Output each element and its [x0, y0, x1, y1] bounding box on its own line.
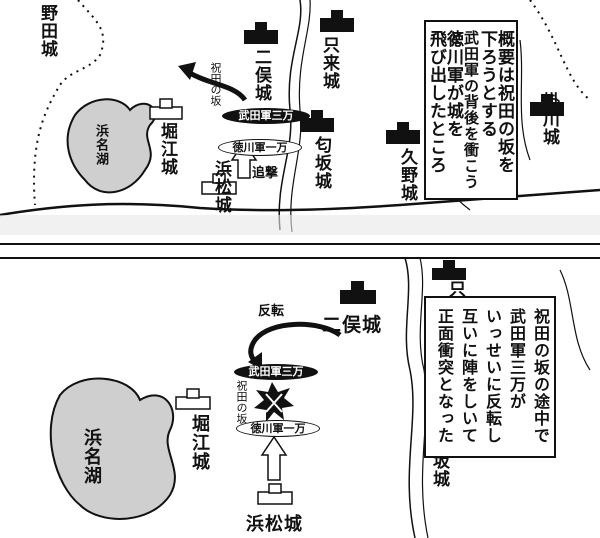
- castle-label-hamamatsu: 浜松城: [211, 160, 231, 214]
- lake-label-2: 浜名湖: [81, 428, 102, 485]
- turn-label: 反転: [258, 304, 285, 319]
- takeda-army-badge: 武田軍三万: [222, 108, 310, 124]
- castle-label-futamata: 二俣城: [251, 48, 271, 102]
- castle-label-kakegawa: 掛川城: [539, 92, 559, 146]
- castle-icon-tadakuri: [320, 10, 354, 32]
- castle-icon-horie-2: [175, 388, 211, 410]
- panel-2-graphics: [49, 257, 591, 538]
- province-border: [33, 0, 105, 206]
- castle-label-futamata-2: 二俣城: [322, 314, 383, 336]
- castle-label-horie-2: 堀江城: [189, 414, 210, 471]
- explanation-box-1: 概要は祝田の坂を 下ろうとする 武田軍の背後を衝こうと 徳川軍が城を 飛び出した…: [424, 20, 518, 200]
- tokugawa-army-badge: 徳川軍一万: [218, 139, 302, 156]
- castle-label-konosaka: 匂坂城: [311, 136, 331, 190]
- castle-label-tadakuri: 只来城: [319, 36, 339, 90]
- explanation-box-2: 祝田の坂の途中で 武田軍三万が いっせいに反転し 互いに陣をしいて 正面衝突とな…: [424, 296, 556, 458]
- castle-label-hamamatsu-2: 浜松城: [246, 514, 303, 535]
- explanation-line: 徳川軍が城を: [443, 30, 463, 138]
- castle-label-horie: 堀江城: [157, 122, 177, 176]
- slope-label-2: 祝田の坂: [235, 380, 248, 424]
- tenryu-river-2: [404, 257, 416, 538]
- castle-icon-kakegawa: [530, 94, 564, 116]
- castle-icon-futamata: [244, 22, 278, 44]
- pursuit-label: 追撃: [252, 166, 279, 181]
- castle-icon-tadakuri-2: [432, 260, 466, 280]
- lake-label: 浜名湖: [93, 124, 108, 166]
- tokugawa-advance-arrow-2: [260, 435, 288, 481]
- takeda-army-badge-2: 武田軍三万: [234, 364, 318, 380]
- province-border-east: [529, 0, 591, 101]
- takeda-turn-arrow: [248, 321, 342, 366]
- castle-icon-hamamatsu-2: [257, 483, 293, 505]
- explanation-line: 互いに陣をしいて: [459, 308, 478, 444]
- castle-label-partial-bottom: 坂城: [429, 452, 449, 488]
- castle-label-kuno: 久野城: [397, 148, 417, 202]
- explanation-line: 武田軍の背後を衝こうと: [447, 30, 480, 190]
- lake-hamana-2: [49, 377, 176, 520]
- slope-label: 祝田の坂: [209, 62, 222, 106]
- castle-icon-horie: [149, 98, 183, 120]
- takeda-path-arrow: [186, 69, 248, 102]
- explanation-line: 概要は祝田の坂を: [494, 30, 514, 174]
- explanation-line: 祝田の坂の途中で: [531, 308, 550, 444]
- castle-icon-futamata-2: [340, 281, 376, 304]
- lake-hamana: [66, 98, 157, 194]
- explanation-line: いっせいに反転し: [483, 308, 502, 444]
- castle-label-partial-top: 只: [445, 280, 465, 298]
- castle-icon-kuno: [386, 122, 420, 144]
- explanation-line: 下ろうとする: [477, 30, 497, 138]
- castle-label-noda: 野田城: [37, 4, 57, 58]
- castle-icon-hamamatsu: [201, 173, 237, 195]
- castle-icon-konosaka: [300, 110, 334, 132]
- explanation-line: 正面衝突となった: [435, 308, 454, 444]
- tokugawa-army-badge-2: 徳川軍一万: [236, 420, 320, 437]
- explanation-line: 武田軍三万が: [507, 308, 526, 410]
- explanation-line: 飛び出したところ: [426, 30, 446, 174]
